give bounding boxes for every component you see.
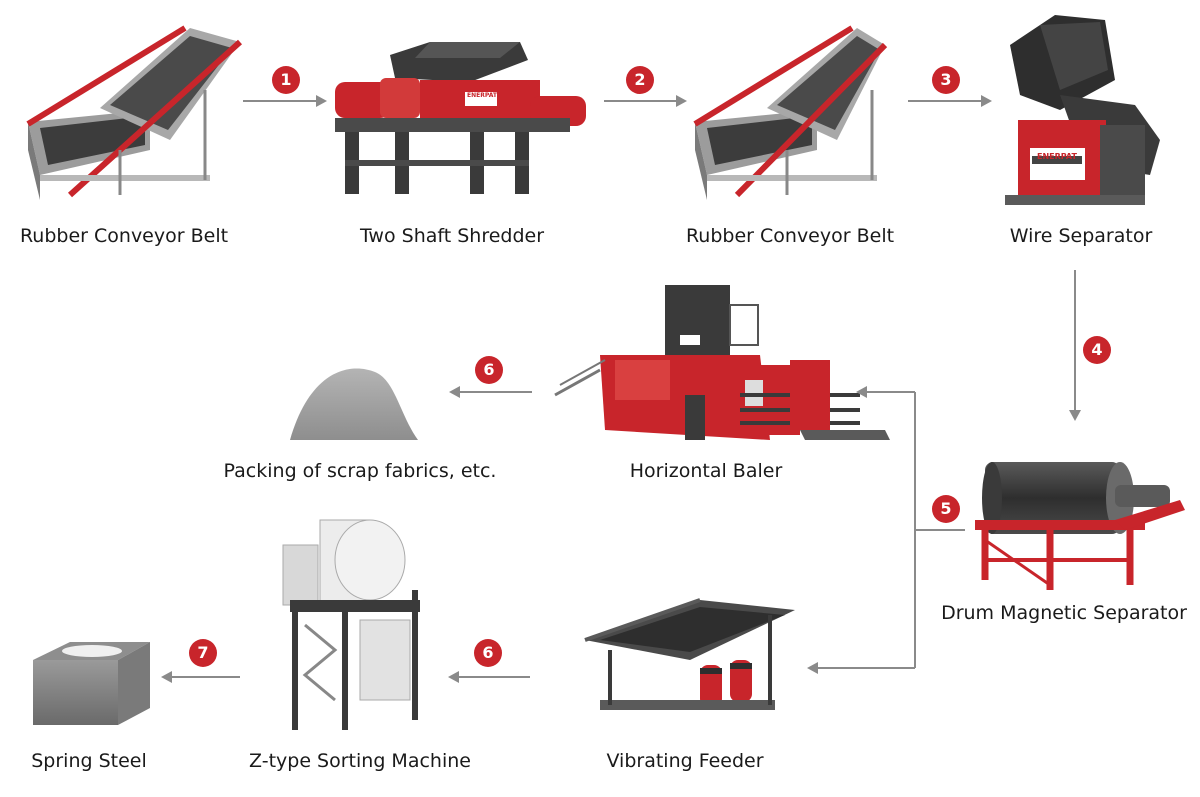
label-spring-steel: Spring Steel — [31, 750, 147, 772]
step-2-badge: 2 — [626, 66, 654, 94]
step-4-badge: 4 — [1083, 336, 1111, 364]
flow-arrows — [161, 95, 1081, 683]
step-7-badge: 7 — [189, 639, 217, 667]
label-rubber-conveyor-belt-2: Rubber Conveyor Belt — [685, 225, 895, 247]
wire-separator-image — [1005, 15, 1160, 205]
scrap-fabric-pile-image — [290, 368, 418, 440]
vibrating-feeder-image — [584, 598, 795, 710]
label-rubber-conveyor-belt-1: Rubber Conveyor Belt — [19, 225, 229, 247]
horizontal-baler-image — [554, 285, 890, 440]
conveyor-belt-2-image — [693, 25, 888, 200]
label-two-shaft-shredder: Two Shaft Shredder — [359, 225, 545, 247]
step-3-badge: 3 — [932, 66, 960, 94]
label-horizontal-baler: Horizontal Baler — [629, 460, 783, 482]
spring-steel-bin-image — [33, 642, 150, 725]
z-type-sorting-machine-image — [282, 519, 420, 730]
step-6-badge-upper: 6 — [475, 356, 503, 384]
drum-magnetic-separator-image — [975, 462, 1185, 590]
label-wire-separator: Wire Separator — [1009, 225, 1153, 247]
step-5-badge: 5 — [932, 495, 960, 523]
step-6-badge-lower: 6 — [474, 639, 502, 667]
shredder-logo: ENERPAT — [467, 92, 497, 99]
label-vibrating-feeder: Vibrating Feeder — [606, 750, 764, 772]
conveyor-belt-1-image — [26, 25, 243, 200]
label-drum-magnetic-separator: Drum Magnetic Separator — [941, 602, 1187, 624]
two-shaft-shredder-image — [335, 42, 586, 194]
step-1-badge: 1 — [272, 66, 300, 94]
label-z-type-sorting-machine: Z-type Sorting Machine — [249, 750, 471, 772]
wire-separator-logo: ENERPAT — [1037, 152, 1077, 161]
label-packing-scrap-fabrics: Packing of scrap fabrics, etc. — [223, 460, 497, 482]
